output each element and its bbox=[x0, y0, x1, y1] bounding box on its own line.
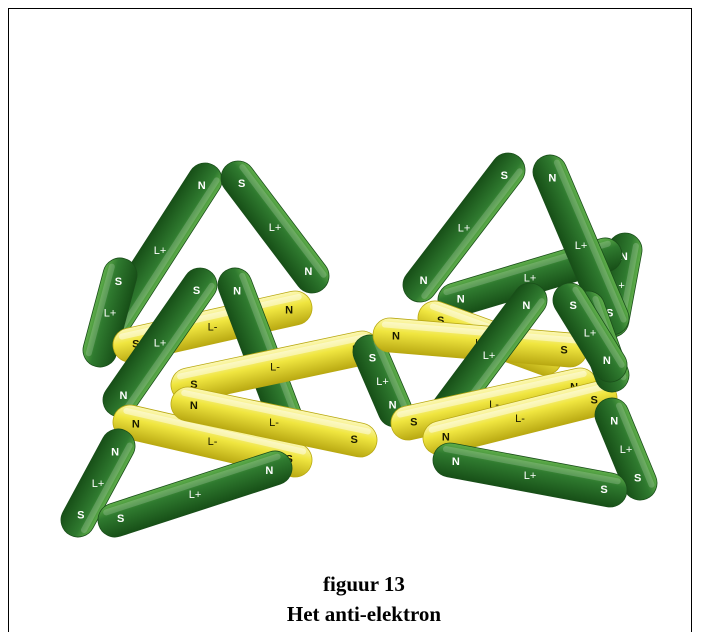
pole-label: S bbox=[193, 285, 200, 297]
pole-label: S bbox=[77, 510, 84, 522]
pole-label: N bbox=[190, 400, 198, 412]
pole-label: S bbox=[369, 353, 376, 365]
charge-label: L- bbox=[269, 417, 279, 429]
charge-label: L+ bbox=[189, 489, 202, 501]
pole-label: N bbox=[452, 456, 460, 468]
pole-label: N bbox=[119, 390, 127, 402]
left-cluster: NSL+SNL+SL+SNL-SNL+NSL+NSL-SNL-NSL-NSL+S… bbox=[55, 154, 382, 543]
pole-label: S bbox=[600, 484, 607, 496]
figure-label: figuur 13 bbox=[0, 572, 703, 597]
pole-label: N bbox=[389, 399, 397, 411]
pole-label: S bbox=[350, 434, 357, 446]
charge-label: L+ bbox=[575, 240, 588, 252]
charge-label: L+ bbox=[458, 223, 471, 235]
pole-label: N bbox=[111, 446, 119, 458]
charge-label: L- bbox=[270, 362, 280, 374]
pole-label: N bbox=[442, 432, 450, 444]
magnet-rod-diagram: NSL+SNL+SL+SNL-SNL+NSL+NSL-SNL-NSL-NSL+S… bbox=[0, 0, 703, 570]
pole-label: N bbox=[265, 465, 273, 477]
pole-label: N bbox=[132, 418, 140, 430]
charge-label: L- bbox=[208, 322, 218, 334]
pole-label: S bbox=[591, 394, 598, 406]
charge-label: L+ bbox=[483, 350, 496, 362]
pole-label: N bbox=[392, 330, 400, 342]
pole-label: S bbox=[569, 300, 576, 312]
pole-label: N bbox=[610, 416, 618, 428]
pole-label: N bbox=[285, 304, 293, 316]
pole-label: S bbox=[117, 513, 124, 525]
pole-label: N bbox=[420, 275, 428, 287]
pole-label: N bbox=[233, 286, 241, 298]
pole-label: S bbox=[115, 276, 122, 288]
figure-title: Het anti-elektron bbox=[0, 602, 703, 627]
pole-label: N bbox=[603, 355, 611, 367]
charge-label: L- bbox=[208, 436, 218, 448]
pole-label: S bbox=[501, 170, 508, 182]
charge-label: L- bbox=[515, 413, 525, 425]
right-cluster: SNL+NSL+NSL+NSL+SNL-NSL-NSL+SNL-NSL-NSL+… bbox=[372, 146, 663, 510]
charge-label: L+ bbox=[104, 308, 117, 320]
charge-label: L+ bbox=[584, 328, 597, 340]
pole-label: N bbox=[457, 293, 465, 305]
charge-label: L+ bbox=[154, 245, 167, 257]
pole-label: N bbox=[304, 266, 312, 278]
pole-label: S bbox=[410, 417, 417, 429]
pole-label: N bbox=[198, 180, 206, 192]
pole-label: S bbox=[634, 472, 641, 484]
charge-label: L+ bbox=[620, 444, 633, 456]
pole-label: S bbox=[560, 345, 567, 357]
charge-label: L+ bbox=[269, 222, 282, 234]
pole-label: N bbox=[548, 173, 556, 185]
charge-label: L+ bbox=[92, 478, 105, 490]
charge-label: L+ bbox=[376, 376, 389, 388]
pole-label: S bbox=[238, 178, 245, 190]
pole-label: N bbox=[522, 300, 530, 312]
charge-label: L+ bbox=[524, 470, 537, 482]
charge-label: L+ bbox=[154, 338, 167, 350]
